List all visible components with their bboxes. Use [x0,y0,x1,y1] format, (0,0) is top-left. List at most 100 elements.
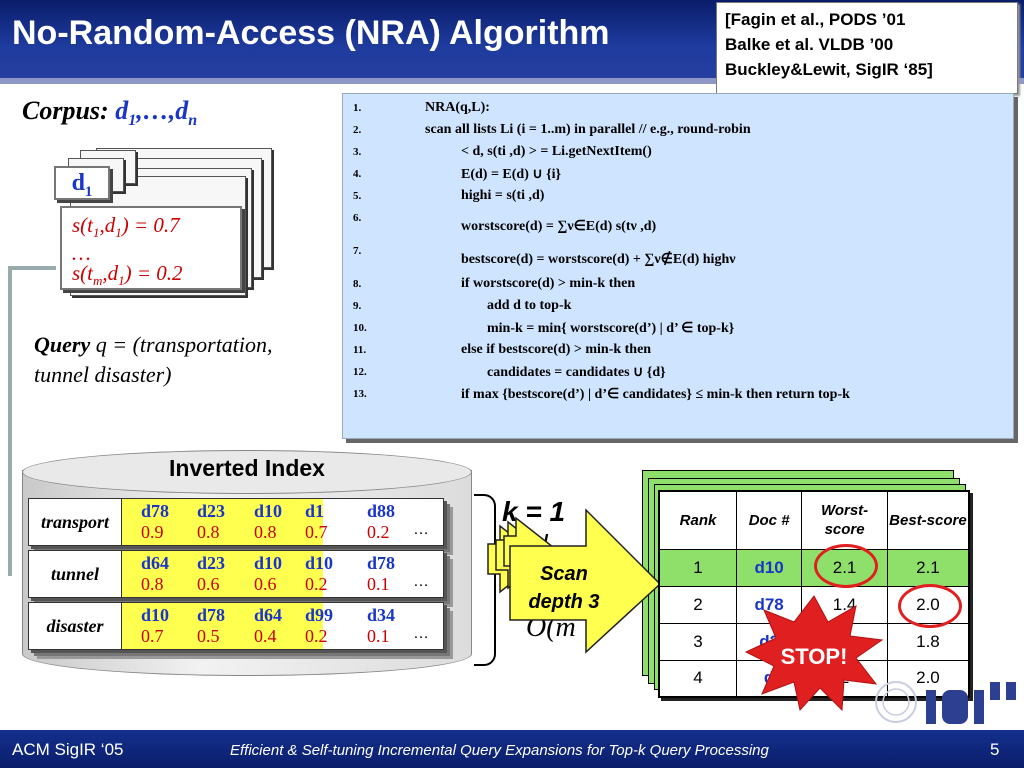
col-header: Worst-score [801,490,888,550]
corpus-label: Corpus: d1,…,dn [22,96,197,130]
posting-score: 0.2 [305,626,328,646]
table-cell: 2 [658,585,737,624]
line-number: 4. [353,168,362,180]
line-number: 12. [353,366,367,378]
line-number: 5. [353,190,362,202]
code-text: if worstscore(d) > min-k then [461,276,636,291]
posting-doc: d34 [367,605,396,625]
footer-conference: ACM SigIR ‘05 [12,740,124,759]
index-ellipsis: … [413,521,429,538]
code-text: min-k = min{ worstscore(d’) | d’ ∈ top-k… [487,321,735,336]
scan-arrow [487,508,662,654]
line-number: 3. [353,146,362,158]
posting-score: 0.1 [367,626,390,646]
stop-label: STOP! [780,644,848,669]
footer-bar [0,730,1024,768]
code-text: NRA(q,L): [425,100,490,115]
index-term: transport [40,512,110,532]
line-number: 10. [353,322,367,334]
posting-doc: d10 [254,501,283,521]
reference-line: Buckley&Lewit, SigIR ‘85] [725,60,933,79]
posting-doc: d10 [254,553,283,573]
posting-score: 0.6 [197,574,220,594]
line-number: 7. [353,245,362,257]
algorithm-line: 12. candidates = candidates ∪ {d} [349,364,1013,386]
posting-doc: d88 [367,501,396,521]
references-box: [Fagin et al., PODS ’01 Balke et al. VLD… [716,2,1018,94]
posting-doc: d78 [197,605,226,625]
posting-score: 0.8 [254,522,277,542]
algorithm-box: 1.NRA(q,L): 2. scan all lists Li (i = 1..m… [342,93,1014,439]
posting-doc: d64 [254,605,283,625]
posting-score: 0.5 [197,626,220,646]
code-text: scan all lists Li (i = 1..m) in parallel… [425,122,751,137]
table-cell: d10 [735,548,803,587]
query-label: Query [34,332,91,357]
algorithm-line: 3.< d, s(ti ,d) > = Li.getNextItem() [349,144,1013,166]
posting-score: 0.4 [254,626,277,646]
posting-score: 0.8 [141,574,164,594]
algorithm-line: 6.worstscore(d) = ∑ν∈E(d) s(tν ,d) [349,210,1013,243]
doc-score-ellipsis: … [72,241,91,266]
table-cell: 2.1 [886,548,970,587]
col-header: Best-score [886,490,970,550]
code-text: E(d) = E(d) ∪ {i} [461,167,562,182]
line-number: 2. [353,124,362,136]
algorithm-line: 7. bestscore(d) = worstscore(d) + ∑ν∉E(d)… [349,243,1013,276]
posting-doc: d10 [305,553,334,573]
line-number: 6. [353,212,362,224]
doc-score-line: s(tm,d1) = 0.2 [72,261,183,289]
connector-line [8,266,56,576]
scanned-region [121,499,323,545]
posting-doc: d78 [367,553,396,573]
posting-score: 0.2 [367,522,390,542]
posting-score: 0.9 [141,522,164,542]
stop-burst [744,595,884,712]
table-cell: 3 [658,622,737,661]
algorithm-line: 4. E(d) = E(d) ∪ {i} [349,166,1013,188]
page-number: 5 [990,740,1000,759]
doc-card: s(t1,d1) = 0.7 … s(tm,d1) = 0.2 [60,206,242,290]
footer-talk-title: Efficient & Self-tuning Incremental Quer… [230,742,769,759]
query-terms: q = (transportation, tunnel disaster) [34,332,273,387]
table-cell: 1 [658,548,737,587]
scanned-region [121,603,323,649]
algorithm-line: 13.if max {bestscore(d’) | d’∈ candidate… [349,386,1013,408]
algorithm-line: 9.add d to top-k [349,298,1013,320]
posting-doc: d23 [197,553,226,573]
posting-doc: d99 [305,605,334,625]
algorithm-line: 1.NRA(q,L): [349,100,1013,122]
scan-depth-label: Scan depth 3 [528,563,600,613]
line-number: 11. [353,344,367,356]
algorithm-line: 11.else if bestscore(d) > min-k then [349,342,1013,364]
posting-score: 0.8 [197,522,220,542]
reference-line: [Fagin et al., PODS ’01 [725,10,906,29]
posting-score: 0.7 [305,522,328,542]
line-number: 8. [353,278,362,290]
index-term: disaster [46,616,104,636]
posting-doc: d1 [305,501,325,521]
doc-tab: d1 [54,166,110,200]
code-text: bestscore(d) = worstscore(d) + ∑ν∉E(d) h… [461,252,736,267]
table-cell: d78 [735,585,803,624]
doc-score-line: s(t1,d1) = 0.7 [72,213,180,241]
posting-doc: d10 [141,605,170,625]
table-cell: 4 [658,659,737,698]
query-text: Query q = (transportation, tunnel disast… [34,330,324,390]
title-underline [0,78,1024,84]
corpus-label-text: Corpus: [22,96,109,125]
code-text: candidates = candidates ∪ {d} [487,365,666,380]
